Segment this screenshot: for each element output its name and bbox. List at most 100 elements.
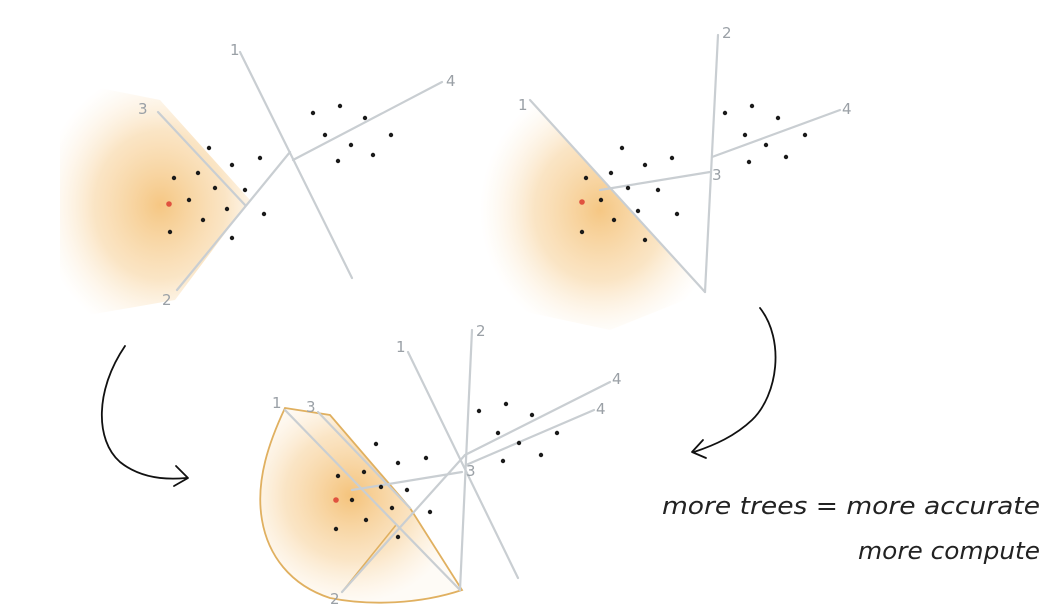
data-point [749,103,755,109]
combined-points [333,401,560,540]
data-point [242,187,248,193]
data-point [212,185,218,191]
left-arrow [100,345,189,487]
data-point [516,440,522,446]
data-point [538,452,544,458]
data-point [206,145,212,151]
query-point [166,201,172,207]
tree-a-split-2 [175,150,292,292]
data-point [598,197,604,203]
data-point [370,152,376,158]
tree-b-highlight-region [480,80,705,330]
tree-a-split-3 [156,110,247,207]
data-point [395,460,401,466]
combined-forest: 1 2 3 4 3 4 1 2 [259,322,622,608]
data-point [388,132,394,138]
data-point [554,430,560,436]
data-point [669,155,675,161]
data-point [333,526,339,532]
tree-b-split-1 [528,98,707,294]
data-point [349,497,355,503]
data-point [361,469,367,475]
tree-b-label-1: 1 [518,96,528,114]
combined-split-2b [340,453,467,594]
tree-a-label-2: 2 [162,291,172,309]
data-point [642,162,648,168]
data-point [322,132,328,138]
tree-b-split-4 [710,108,842,159]
tree-b-split-3 [598,170,712,192]
tree-b-split-2 [703,33,720,294]
combined-label-3b: 3 [466,462,476,480]
data-point [389,505,395,511]
combined-label-4b: 4 [596,400,606,418]
combined-label-1: 1 [396,338,406,356]
data-point [579,229,585,235]
data-point [335,158,341,164]
data-point [608,170,614,176]
data-point [503,401,509,407]
data-point [500,458,506,464]
data-point [373,441,379,447]
combined-label-3: 3 [306,398,316,416]
data-point [427,509,433,515]
tree-b-label-3: 3 [712,166,722,184]
data-point [619,145,625,151]
combined-split-4a [463,380,612,457]
data-point [775,115,781,121]
annotation-line-2: more compute [858,537,1040,565]
combined-split-1b [283,408,462,592]
data-point [495,430,501,436]
data-point [802,132,808,138]
data-point [257,155,263,161]
combined-label-1b: 1 [272,394,282,412]
data-point [261,211,267,217]
data-point [229,162,235,168]
data-point [642,237,648,243]
combined-label-2: 2 [476,322,486,340]
data-point [476,408,482,414]
combined-split-3a [316,410,412,510]
tree-b-label-2: 2 [722,24,732,42]
tree-b-points [579,103,808,243]
tree-a-label-4: 4 [446,72,456,90]
data-point [746,159,752,165]
data-point [378,484,384,490]
data-point [625,185,631,191]
data-point [335,473,341,479]
tree-a: 1 2 3 4 [60,41,456,320]
data-point [310,110,316,116]
data-point [742,132,748,138]
combined-split-4b [464,408,596,467]
data-point [224,206,230,212]
data-point [611,217,617,223]
data-point [195,170,201,176]
annotation-line-1: more trees = more accurate [662,492,1040,520]
data-point [763,142,769,148]
data-point [583,175,589,181]
data-point [171,175,177,181]
data-point [337,103,343,109]
data-point [635,208,641,214]
data-point [655,187,661,193]
query-point [579,199,585,205]
data-point [529,412,535,418]
tree-a-label-3: 3 [138,100,148,118]
tree-b: 1 2 3 4 [480,24,852,330]
combined-label-4: 4 [612,370,622,388]
combined-region-outline [259,407,464,604]
data-point [423,455,429,461]
tree-a-label-1: 1 [230,41,240,59]
combined-highlight-region [260,408,462,603]
query-point [333,497,339,503]
data-point [674,211,680,217]
data-point [783,154,789,160]
tree-a-points [166,103,394,241]
right-arrow [691,307,777,459]
tree-a-split-1 [238,50,354,280]
data-point [167,229,173,235]
tree-a-split-4 [291,80,444,162]
tree-b-label-4: 4 [842,100,852,118]
annotation: more trees = more accurate more compute [662,492,1040,565]
combined-label-2b: 2 [330,590,340,608]
